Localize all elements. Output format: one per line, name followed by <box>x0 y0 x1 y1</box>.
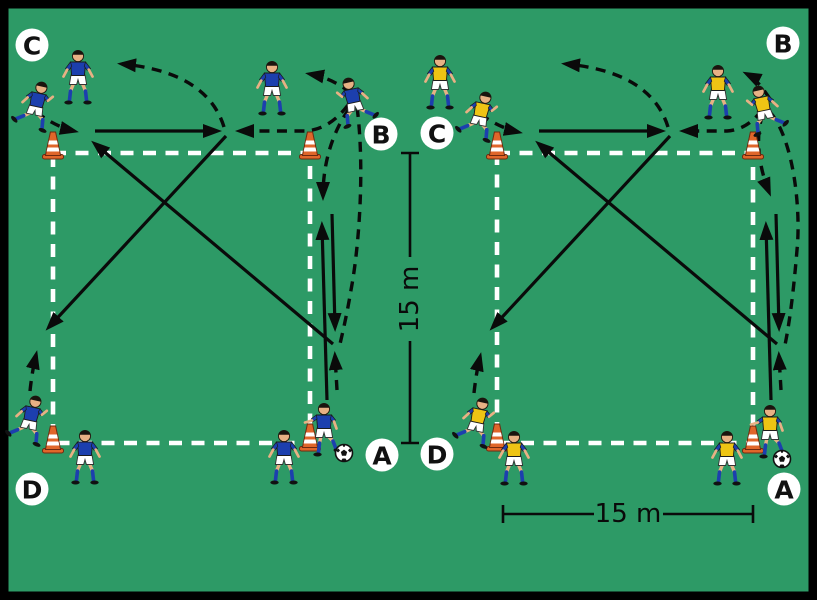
measure-label: 15 m <box>395 266 425 333</box>
cone-icon <box>742 425 764 454</box>
pass-arrow <box>535 140 779 346</box>
player-left-c <box>62 49 94 105</box>
player-right-b <box>745 85 789 137</box>
player-right-a <box>711 430 743 486</box>
run-arrow <box>469 352 484 394</box>
pass-arrow <box>771 213 786 332</box>
svg-text:B: B <box>773 30 792 59</box>
corner-label-right-b: B <box>766 26 800 60</box>
soccer-ball-icon <box>334 443 354 463</box>
cone-icon <box>42 131 64 160</box>
player-left-c <box>11 81 55 133</box>
cone-icon <box>742 131 764 160</box>
run-arrow <box>316 108 351 201</box>
cone-icon <box>486 131 508 160</box>
cone-icon <box>299 131 321 160</box>
player-left-d <box>69 429 101 485</box>
run-arrow <box>338 106 363 345</box>
corner-label-right-c: C <box>420 116 454 150</box>
svg-text:A: A <box>774 476 794 505</box>
distance-measure-horizontal: 15 m <box>501 499 755 529</box>
player-left-b <box>335 77 379 129</box>
svg-text:D: D <box>427 441 448 470</box>
svg-text:C: C <box>23 32 41 61</box>
left-grid <box>50 150 313 446</box>
player-left-a <box>268 429 300 485</box>
run-arrow <box>772 351 787 391</box>
player-left-d <box>5 395 49 447</box>
run-arrow <box>25 350 40 392</box>
distance-measure-vertical: 15 m <box>395 151 425 445</box>
measure-label: 15 m <box>595 499 662 529</box>
svg-text:C: C <box>428 120 446 149</box>
player-right-c <box>424 54 456 110</box>
corner-label-left-a: A <box>365 438 399 472</box>
corner-label-left-d: D <box>15 472 49 506</box>
pass-arrow <box>91 140 335 346</box>
right-grid <box>494 150 756 446</box>
player-right-c <box>455 91 499 143</box>
corner-label-right-a: A <box>767 472 801 506</box>
pass-arrow <box>759 221 774 401</box>
svg-text:A: A <box>372 442 392 471</box>
player-right-b <box>702 64 734 120</box>
soccer-ball-icon <box>772 449 792 469</box>
pass-arrow <box>45 134 228 331</box>
run-arrow <box>117 58 226 128</box>
pass-arrow <box>489 134 672 331</box>
player-right-d <box>452 397 496 449</box>
run-arrow <box>328 351 343 391</box>
cone-icon <box>42 425 64 454</box>
svg-text:B: B <box>371 121 390 150</box>
svg-text:D: D <box>22 476 43 505</box>
player-left-b <box>256 60 288 116</box>
run-arrow <box>561 58 670 128</box>
run-arrow <box>235 103 350 138</box>
cone-icon <box>486 423 508 452</box>
run-arrow <box>768 110 800 346</box>
pass-arrow <box>315 221 330 401</box>
player-right-d <box>498 430 530 486</box>
pass-arrow <box>327 213 342 332</box>
corner-label-right-d: D <box>420 437 454 471</box>
corner-label-left-b: B <box>364 117 398 151</box>
corner-label-left-c: C <box>15 28 49 62</box>
player-right-a <box>749 404 788 459</box>
